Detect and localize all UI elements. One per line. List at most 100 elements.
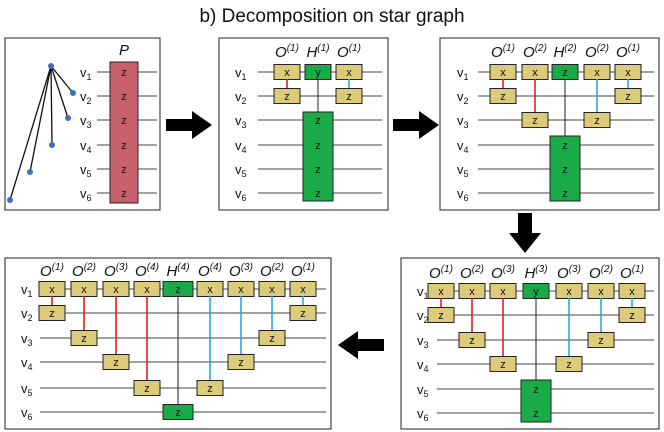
- oracle-gate-letter: z: [300, 308, 306, 320]
- oracle-gate-letter: z: [49, 308, 55, 320]
- oracle-gate: [583, 112, 611, 128]
- vertex-label-v4: v4: [235, 138, 247, 155]
- hadamard-block-letter: z: [562, 164, 568, 176]
- oracle-gate-letter: x: [438, 286, 444, 298]
- hadamard-block-letter: z: [533, 408, 539, 420]
- hadamard-gate-letter: z: [175, 407, 181, 419]
- oracle-gate-letter: z: [438, 310, 444, 322]
- oracle-gate: [489, 356, 517, 372]
- vertex-label-v1: v1: [457, 65, 469, 82]
- vertex-label-v6: v6: [80, 186, 92, 203]
- oracle-gate-letter: x: [113, 284, 119, 296]
- vertex-label-v4: v4: [21, 355, 33, 372]
- oracle-gate-letter: x: [629, 286, 635, 298]
- oracle-gate: [587, 332, 615, 348]
- oracle-gate-letter: x: [566, 286, 572, 298]
- oracle-gate: [196, 380, 224, 396]
- oracle-gate-letter: x: [500, 67, 506, 79]
- p-block-letter: z: [121, 91, 127, 103]
- oracle-gate-letter: z: [500, 359, 506, 371]
- oracle-gate-letter: z: [81, 333, 87, 345]
- oracle-gate-letter: z: [469, 335, 475, 347]
- vertex-label-v5: v5: [21, 381, 33, 398]
- arrow-shape: [166, 111, 212, 139]
- vertex-label-v4: v4: [80, 138, 92, 155]
- oracle-gate-letter: x: [238, 284, 244, 296]
- hadamard-gate-letter: z: [562, 67, 568, 79]
- p-block-letter: z: [121, 188, 127, 200]
- vertex-label-v5: v5: [235, 162, 247, 179]
- arrow-down: [509, 213, 541, 253]
- oracle-gate-letter: x: [594, 67, 600, 79]
- vertex-label-v6: v6: [457, 186, 469, 203]
- arrow-shape: [338, 331, 384, 359]
- vertex-label-v2: v2: [417, 308, 429, 325]
- oracle-gate: [618, 307, 646, 323]
- figure-title: b) Decomposition on star graph: [199, 6, 465, 27]
- oracle-gate-letter: x: [346, 67, 352, 79]
- oracle-gate-letter: z: [625, 91, 631, 103]
- oracle-gate-letter: z: [269, 333, 275, 345]
- vertex-label-v5: v5: [457, 162, 469, 179]
- hadamard-block-letter: z: [533, 384, 539, 396]
- oracle-gate-letter: z: [598, 335, 604, 347]
- oracle-gate-letter: x: [269, 284, 275, 296]
- vertex-label-v1: v1: [21, 282, 33, 299]
- vertex-label-v3: v3: [21, 331, 33, 348]
- arrow-left: [338, 331, 384, 359]
- arrow-shape: [393, 111, 439, 139]
- oracle-gate-letter: x: [532, 67, 538, 79]
- vertex-label-v1: v1: [417, 284, 429, 301]
- hadamard-gate: [162, 404, 194, 420]
- hadamard-gate-letter: y: [533, 286, 539, 298]
- hadamard-gate: [522, 283, 550, 299]
- vertex-label-v1: v1: [80, 65, 92, 82]
- oracle-gate: [258, 330, 286, 346]
- vertex-label-v3: v3: [417, 333, 429, 350]
- hadamard-block-letter: z: [562, 188, 568, 200]
- oracle-gate-letter: z: [629, 310, 635, 322]
- vertex-label-v3: v3: [80, 113, 92, 130]
- vertex-label-v5: v5: [80, 162, 92, 179]
- p-block: [109, 61, 139, 204]
- oracle-gate: [614, 88, 642, 104]
- p-block-letter: z: [121, 140, 127, 152]
- oracle-gate-letter: z: [532, 115, 538, 127]
- graph-edge: [50, 65, 69, 119]
- oracle-gate: [521, 112, 549, 128]
- vertex-label-v3: v3: [457, 113, 469, 130]
- graph-node-leaf: [7, 197, 13, 203]
- vertex-label-v6: v6: [417, 406, 429, 423]
- hadamard-gate: [162, 281, 194, 297]
- arrow-shape: [509, 213, 541, 253]
- graph-edge: [50, 65, 53, 146]
- hadamard-block-letter: z: [315, 188, 321, 200]
- oracle-gate: [489, 88, 517, 104]
- oracle-gate-letter: x: [207, 284, 213, 296]
- hadamard-block-letter: z: [315, 115, 321, 127]
- vertex-label-v4: v4: [457, 138, 469, 155]
- oracle-gate: [458, 332, 486, 348]
- hadamard-gate: [551, 64, 579, 80]
- vertex-label-v3: v3: [235, 113, 247, 130]
- graph-node-leaf: [27, 169, 33, 175]
- p-block-letter: z: [121, 67, 127, 79]
- oracle-gate-letter: z: [113, 357, 119, 369]
- vertex-label-v1: v1: [235, 65, 247, 82]
- graph-edge: [9, 65, 52, 201]
- oracle-gate: [227, 354, 255, 370]
- arrow-right: [166, 111, 212, 139]
- oracle-gate: [427, 307, 455, 323]
- vertex-label-v2: v2: [235, 89, 247, 106]
- oracle-gate-letter: z: [207, 383, 213, 395]
- graph-node-leaf: [70, 90, 76, 96]
- oracle-gate: [289, 305, 317, 321]
- oracle-gate: [70, 330, 98, 346]
- oracle-gate-letter: z: [284, 91, 290, 103]
- vertex-label-v4: v4: [417, 357, 429, 374]
- oracle-gate: [133, 380, 161, 396]
- oracle-gate: [335, 88, 363, 104]
- oracle-gate: [38, 305, 66, 321]
